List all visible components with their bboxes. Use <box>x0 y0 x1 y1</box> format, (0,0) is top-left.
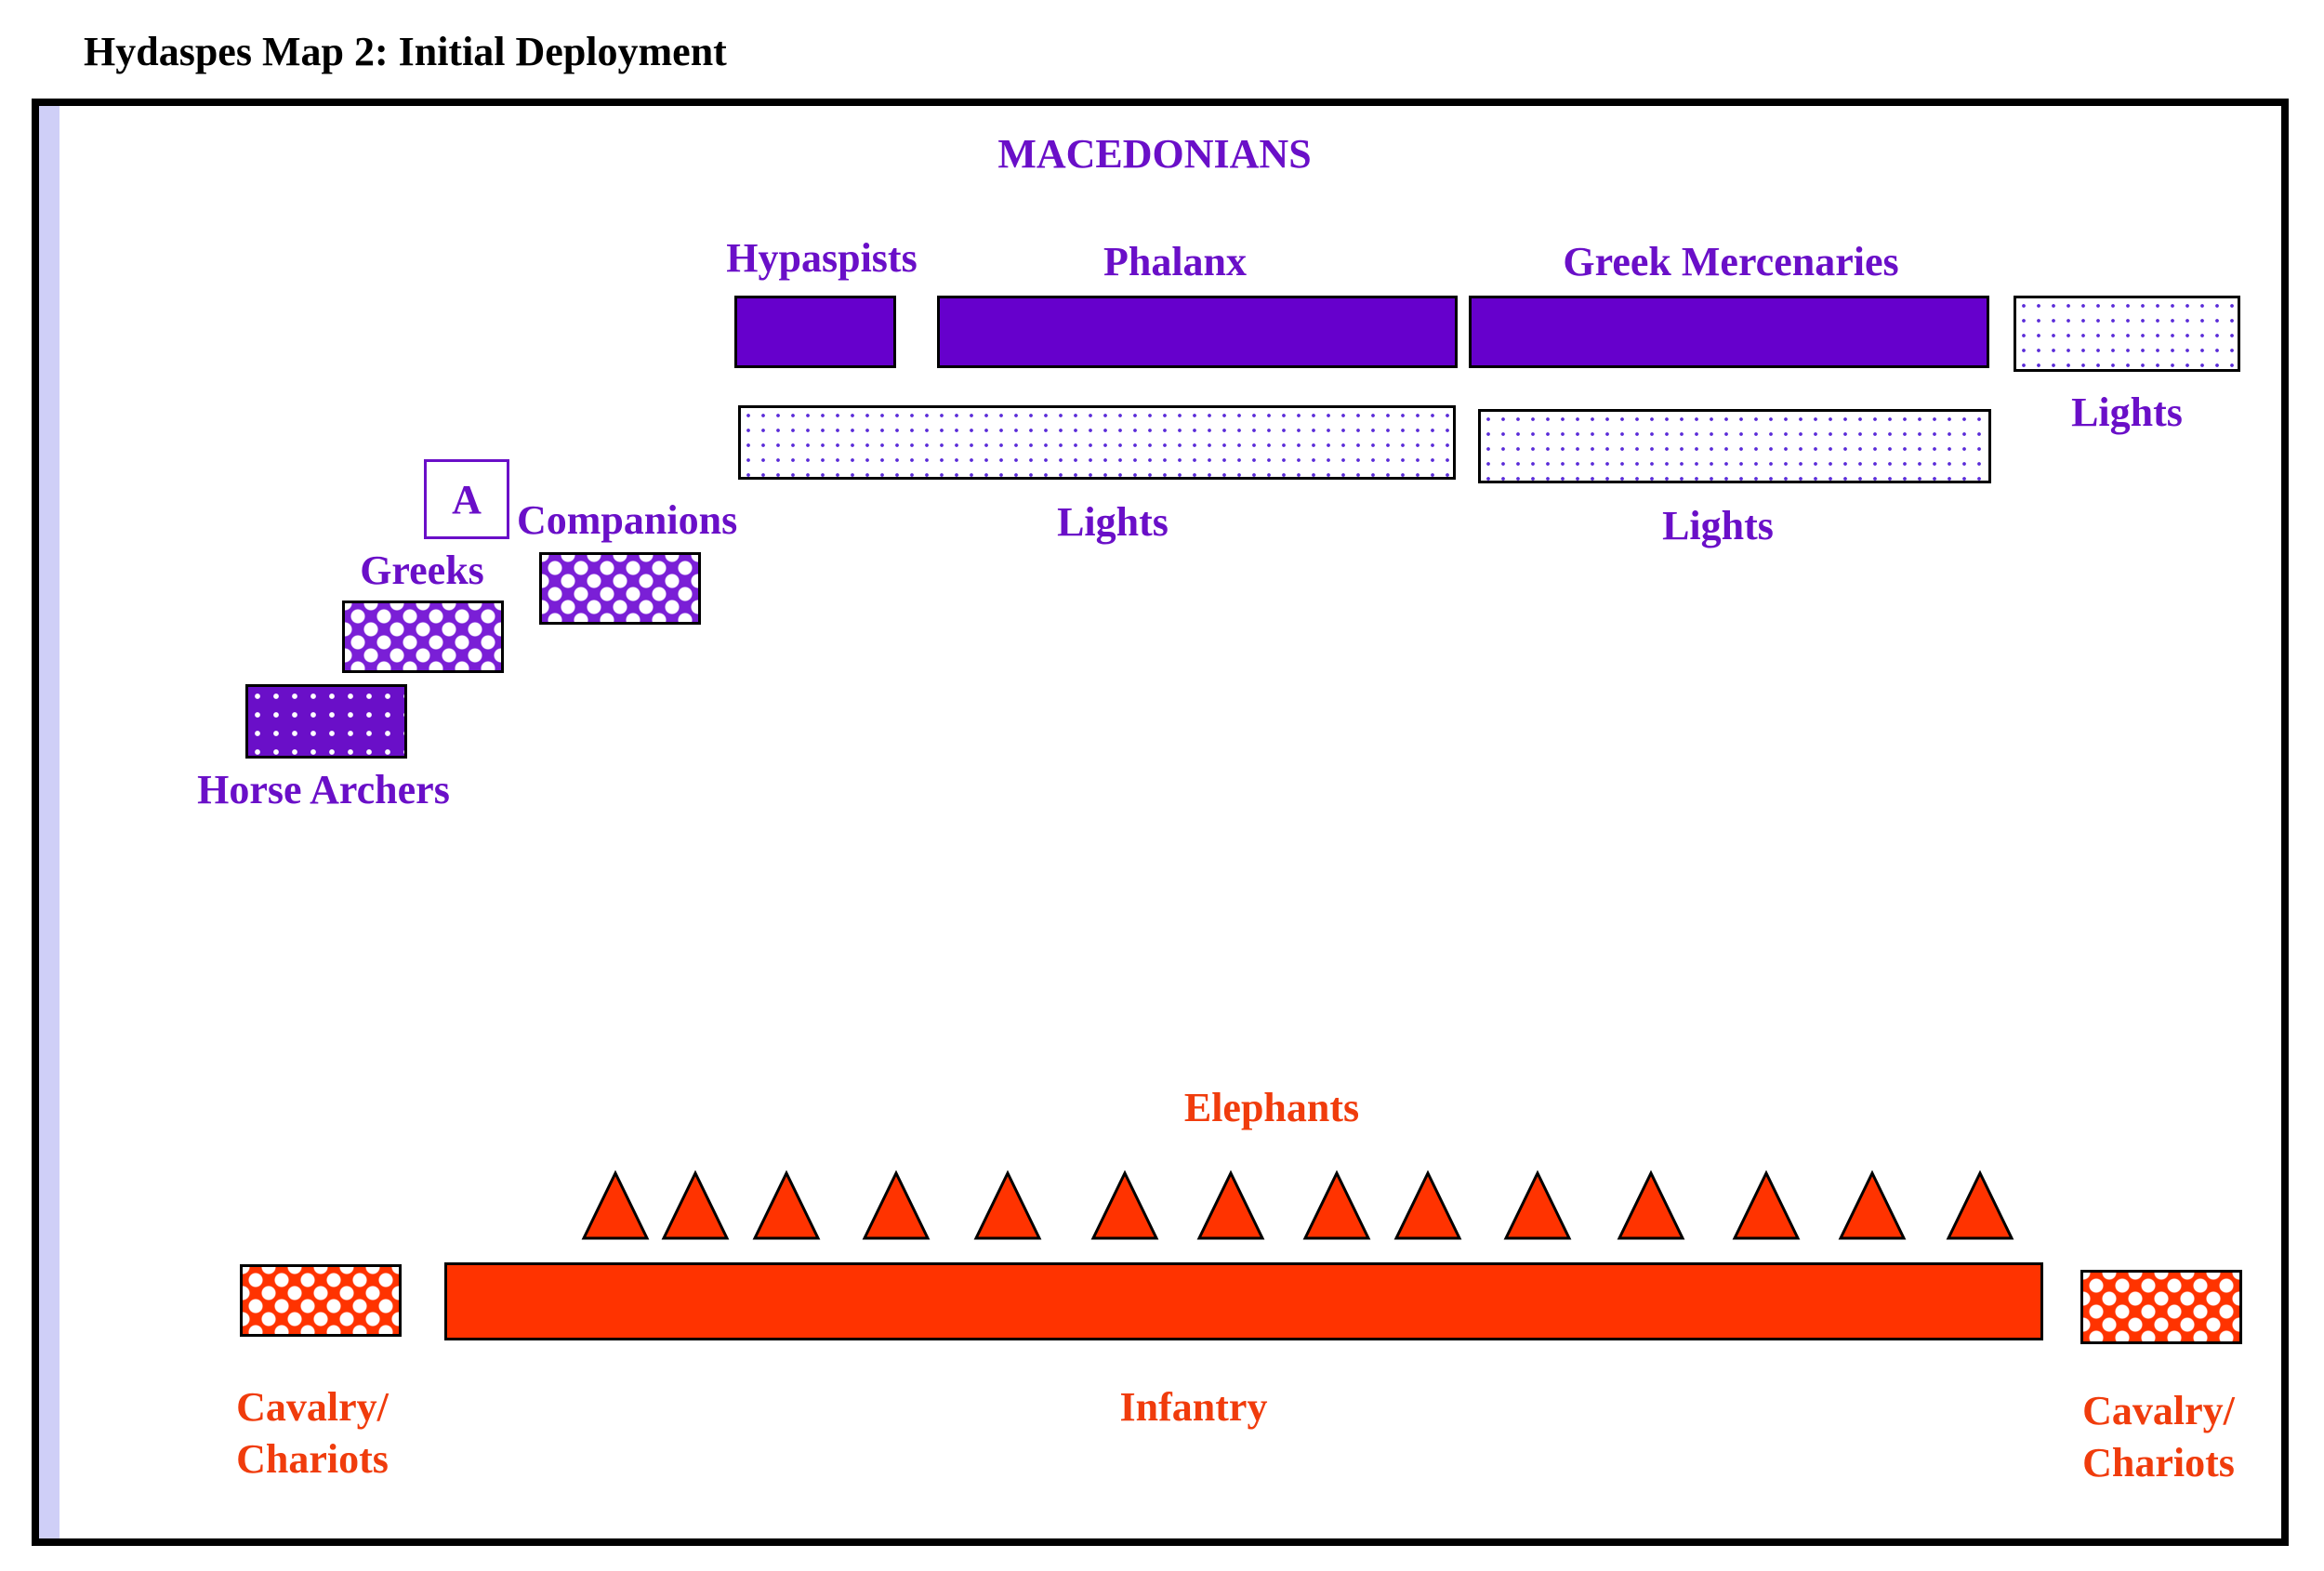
lights-center-right-label: Lights <box>1662 503 1774 548</box>
cavalry-left-block <box>240 1264 402 1337</box>
elephant-triangle-icon <box>1838 1169 1907 1240</box>
map-edge-strip <box>39 106 59 1538</box>
cavalry-right-label-line1: Cavalry/ <box>2082 1388 2235 1433</box>
alexander-marker: A <box>424 459 509 539</box>
elephant-triangle-icon <box>661 1169 730 1240</box>
elephant-triangle-icon <box>1302 1169 1371 1240</box>
elephant-triangle-icon <box>1090 1169 1159 1240</box>
elephant-triangle-icon <box>1946 1169 2014 1240</box>
greeks-label: Greeks <box>360 548 484 593</box>
lights-center-right-block <box>1478 409 1991 483</box>
elephant-triangle-icon <box>1196 1169 1265 1240</box>
elephant-triangle-icon <box>1617 1169 1685 1240</box>
greek-mercenaries-label: Greek Mercenaries <box>1563 239 1899 284</box>
elephant-triangle-icon <box>581 1169 650 1240</box>
elephants-label: Elephants <box>1183 1085 1360 1130</box>
elephant-triangle-icon <box>862 1169 931 1240</box>
horse-archers-block <box>245 684 407 759</box>
elephant-triangle-icon <box>1393 1169 1462 1240</box>
infantry-label: Infantry <box>1119 1384 1268 1430</box>
infantry-block <box>444 1262 2043 1340</box>
cavalry-left-label-line2: Chariots <box>236 1436 389 1482</box>
cavalry-left-label-line1: Cavalry/ <box>236 1384 389 1430</box>
macedonians-heading: MACEDONIANS <box>997 131 1312 177</box>
hypaspists-block <box>734 296 896 368</box>
lights-center-left-label: Lights <box>1057 499 1169 545</box>
page-title: Hydaspes Map 2: Initial Deployment <box>84 29 727 74</box>
lights-right-label: Lights <box>2071 389 2183 435</box>
greeks-cavalry-block <box>342 601 504 673</box>
cavalry-right-label-line2: Chariots <box>2082 1440 2235 1485</box>
elephant-triangle-icon <box>752 1169 821 1240</box>
elephant-triangle-icon <box>973 1169 1042 1240</box>
phalanx-block <box>937 296 1458 368</box>
elephant-triangle-icon <box>1732 1169 1801 1240</box>
phalanx-label: Phalanx <box>1103 239 1248 284</box>
companions-label: Companions <box>517 497 738 543</box>
cavalry-right-block <box>2080 1270 2242 1344</box>
lights-center-left-block <box>738 405 1456 480</box>
greek-mercenaries-block <box>1469 296 1989 368</box>
elephant-triangle-icon <box>1503 1169 1572 1240</box>
horse-archers-label: Horse Archers <box>197 767 450 812</box>
lights-right-block <box>2014 296 2240 372</box>
hypaspists-label: Hypaspists <box>726 235 918 281</box>
companions-block <box>539 552 701 625</box>
